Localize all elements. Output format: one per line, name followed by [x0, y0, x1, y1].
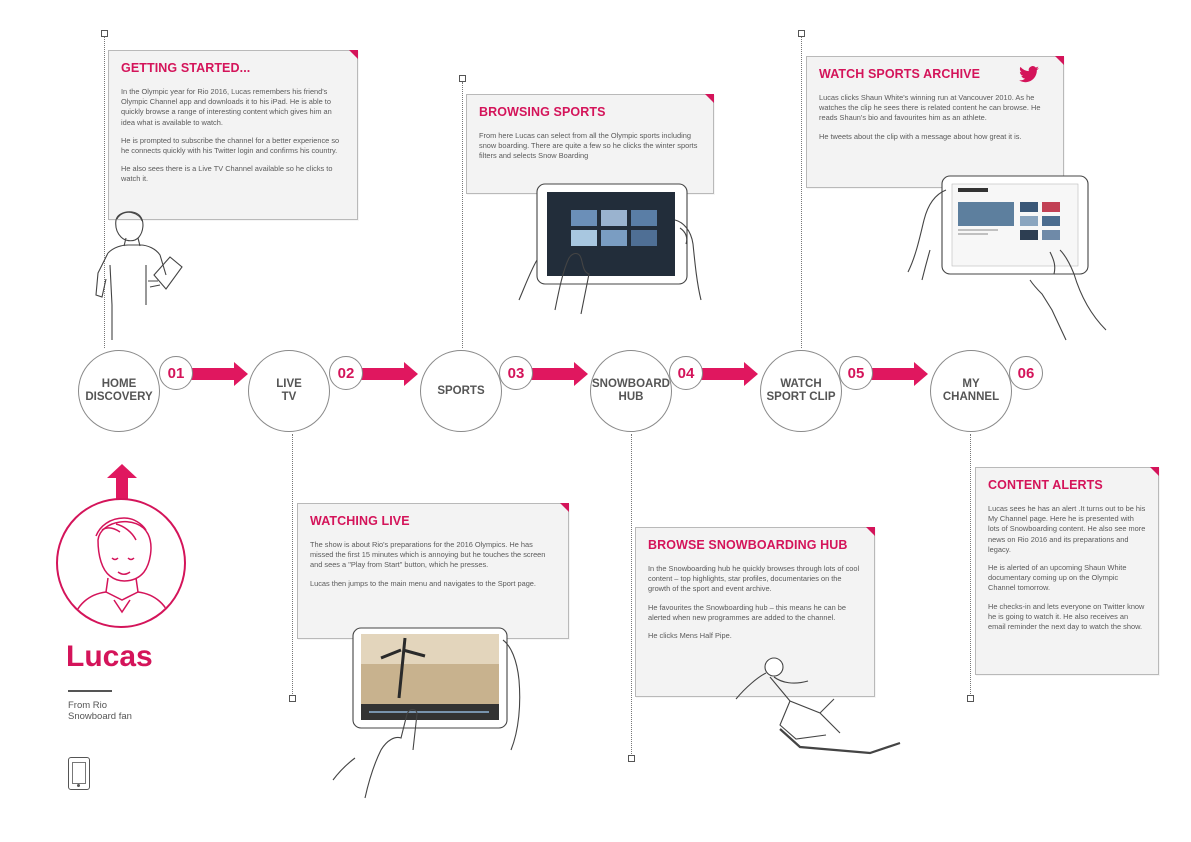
step-sports: SPORTS	[420, 350, 502, 432]
tablet-archive-illustration	[900, 170, 1120, 345]
card-text: He also sees there is a Live TV Channel …	[121, 164, 345, 184]
person-with-tablet-illustration	[88, 205, 198, 345]
connector-end-5	[798, 30, 805, 37]
flow-arrow-4	[700, 362, 758, 384]
step-number: 02	[329, 356, 363, 390]
step-watch-sport-clip: WATCH SPORT CLIP	[760, 350, 842, 432]
card-text: Lucas sees he has an alert .It turns out…	[988, 504, 1146, 555]
card-text: He favourites the Snowboarding hub – thi…	[648, 603, 862, 623]
step-number: 04	[669, 356, 703, 390]
tablet-sports-illustration	[515, 180, 715, 320]
card-title: CONTENT ALERTS	[988, 478, 1146, 492]
avatar	[56, 498, 186, 628]
card-title: WATCHING LIVE	[310, 514, 556, 528]
step-home-discovery: HOME DISCOVERY	[78, 350, 160, 432]
connector-end-4	[628, 755, 635, 762]
step-number: 05	[839, 356, 873, 390]
connector-end-6	[967, 695, 974, 702]
card-title: WATCH SPORTS ARCHIVE	[819, 67, 1051, 81]
flow-arrow-2	[360, 362, 418, 384]
connector-line-4	[631, 434, 632, 756]
card-text: Lucas then jumps to the main menu and na…	[310, 579, 556, 589]
card-title: BROWSING SPORTS	[479, 105, 701, 119]
connector-line-6	[970, 434, 971, 696]
card-browsing-sports: BROWSING SPORTS From here Lucas can sele…	[466, 94, 714, 194]
card-content-alerts: CONTENT ALERTS Lucas sees he has an aler…	[975, 467, 1159, 675]
card-text: In the Olympic year for Rio 2016, Lucas …	[121, 87, 345, 128]
persona-subtitle: From Rio Snowboard fan	[68, 700, 132, 722]
flow-arrow-1	[190, 362, 248, 384]
card-watch-sports-archive: WATCH SPORTS ARCHIVE Lucas clicks Shaun …	[806, 56, 1064, 188]
card-text: The show is about Rio's preparations for…	[310, 540, 556, 571]
snowboarder-illustration	[730, 655, 910, 765]
card-text: He checks-in and lets everyone on Twitte…	[988, 602, 1146, 633]
persona-name: Lucas	[66, 640, 153, 674]
connector-end-1	[101, 30, 108, 37]
flow-arrow-5	[870, 362, 928, 384]
connector-line-5	[801, 37, 802, 348]
connector-line-3	[462, 82, 463, 348]
card-title: GETTING STARTED...	[121, 61, 345, 75]
card-watching-live: WATCHING LIVE The show is about Rio's pr…	[297, 503, 569, 639]
step-snowboard-hub: SNOWBOARD HUB	[590, 350, 672, 432]
step-label: WATCH SPORT CLIP	[766, 378, 835, 404]
card-getting-started: GETTING STARTED... In the Olympic year f…	[108, 50, 358, 220]
step-label: LIVE TV	[276, 378, 302, 404]
step-number: 01	[159, 356, 193, 390]
step-number: 06	[1009, 356, 1043, 390]
card-text: Lucas clicks Shaun White's winning run a…	[819, 93, 1051, 124]
step-live-tv: LIVE TV	[248, 350, 330, 432]
connector-end-2	[289, 695, 296, 702]
connector-end-3	[459, 75, 466, 82]
card-text: In the Snowboarding hub he quickly brows…	[648, 564, 862, 595]
card-text: He clicks Mens Half Pipe.	[648, 631, 862, 641]
card-text: He is alerted of an upcoming Shaun White…	[988, 563, 1146, 594]
card-text: He tweets about the clip with a message …	[819, 132, 1051, 142]
card-title: BROWSE SNOWBOARDING HUB	[648, 538, 862, 552]
tablet-device-icon	[68, 757, 90, 790]
step-label: SNOWBOARD HUB	[592, 378, 670, 404]
tablet-live-illustration	[325, 620, 535, 800]
step-my-channel: MY CHANNEL	[930, 350, 1012, 432]
card-text: From here Lucas can select from all the …	[479, 131, 701, 162]
card-text: He is prompted to subscribe the channel …	[121, 136, 345, 156]
flow-arrow-3	[530, 362, 588, 384]
persona-divider	[68, 690, 112, 692]
avatar-portrait-illustration	[58, 500, 184, 626]
twitter-bird-icon	[1018, 66, 1040, 84]
connector-line-2	[292, 434, 293, 696]
step-label: SPORTS	[437, 385, 484, 398]
step-number: 03	[499, 356, 533, 390]
up-arrow-icon	[107, 464, 137, 500]
step-label: MY CHANNEL	[943, 378, 999, 404]
step-label: HOME DISCOVERY	[85, 378, 152, 404]
